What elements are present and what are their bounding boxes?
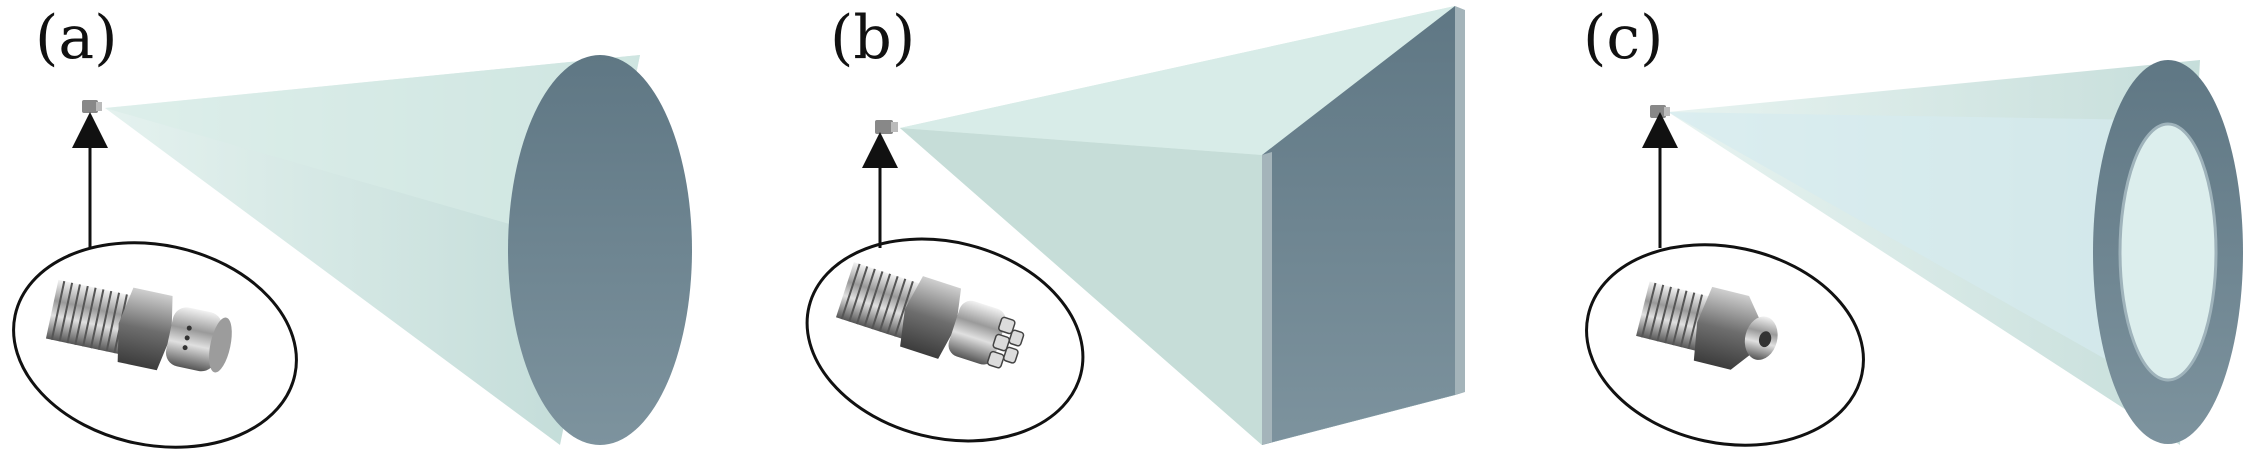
nozzle-photo-a — [45, 279, 232, 373]
full-cone-face — [508, 55, 692, 445]
panel-b: (b) — [805, 3, 1465, 445]
nozzle-source-c — [1650, 105, 1670, 118]
nozzle-source-b — [875, 120, 898, 134]
panel-a-label: (a) — [35, 3, 118, 73]
panel-b-label: (b) — [830, 3, 915, 73]
nozzle-callout-c — [1585, 243, 1865, 447]
square-spray — [900, 6, 1465, 445]
nozzle-source-a — [82, 100, 102, 113]
nozzle-callout-a — [12, 241, 298, 449]
square-face — [1262, 6, 1455, 445]
nozzle-photo-b — [835, 262, 1025, 369]
nozzle-callout-b — [805, 237, 1085, 443]
hollow-cone-inner — [2120, 124, 2216, 380]
nozzle-photo-c — [1636, 281, 1778, 370]
panel-a: (a) — [12, 3, 692, 449]
panel-c-label: (c) — [1583, 3, 1663, 73]
panel-c: (c) — [1583, 3, 2243, 447]
full-cone-spray — [105, 55, 692, 445]
hollow-cone-spray — [1668, 60, 2243, 445]
